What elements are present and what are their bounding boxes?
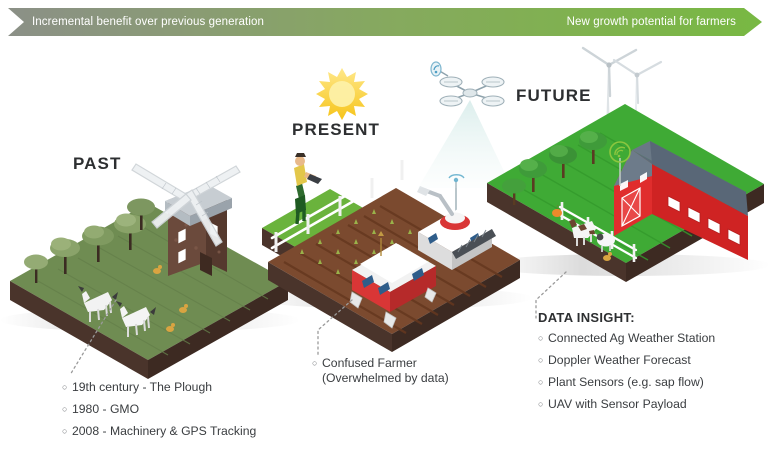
tree bbox=[24, 254, 48, 283]
past-tree-group bbox=[24, 198, 155, 283]
fence-present bbox=[270, 159, 408, 252]
harvester-robot bbox=[349, 231, 437, 329]
leader-line-past bbox=[69, 299, 117, 376]
past-soil-left bbox=[10, 281, 148, 379]
leader-line-present bbox=[317, 299, 353, 357]
bullet-icon: ○ bbox=[62, 382, 68, 392]
list-item-label: Doppler Weather Forecast bbox=[548, 353, 691, 367]
list-item: ○ 19th century - The Plough bbox=[62, 380, 256, 395]
era-title-present: PRESENT bbox=[292, 120, 380, 139]
era-title-past: PAST bbox=[73, 154, 122, 173]
bullet-icon: ○ bbox=[538, 333, 544, 343]
list-item: ○ Confused Farmer (Overwhelmed by data) bbox=[312, 356, 449, 386]
future-tree-group bbox=[502, 131, 607, 205]
callout-future: DATA INSIGHT: ○ Connected Ag Weather Sta… bbox=[538, 310, 715, 419]
windmill-sails bbox=[131, 163, 241, 247]
drone-scan-cone bbox=[418, 100, 512, 188]
present-soil-right bbox=[392, 260, 520, 352]
chicken bbox=[603, 252, 612, 261]
tree bbox=[50, 237, 80, 274]
gradient-banner: Incremental benefit over previous genera… bbox=[0, 8, 768, 36]
wifi-sensor-icon bbox=[609, 141, 631, 186]
chicken-group bbox=[153, 265, 188, 332]
banner-left-label: Incremental benefit over previous genera… bbox=[32, 16, 264, 28]
list-item-label: Plant Sensors (e.g. sap flow) bbox=[548, 375, 704, 389]
present-furrows bbox=[283, 205, 503, 334]
list-item-label: UAV with Sensor Payload bbox=[548, 397, 687, 411]
bullet-icon: ○ bbox=[62, 404, 68, 414]
callout-past: ○ 19th century - The Plough ○ 1980 - GMO… bbox=[62, 380, 256, 446]
era-title-future: FUTURE bbox=[516, 86, 592, 105]
list-item: ○ UAV with Sensor Payload bbox=[538, 397, 715, 412]
list-item: ○ 1980 - GMO bbox=[62, 402, 256, 417]
present-scene bbox=[262, 153, 520, 352]
red-barn bbox=[614, 141, 748, 260]
past-scene bbox=[10, 163, 288, 379]
list-item-label: 2008 - Machinery & GPS Tracking bbox=[72, 424, 257, 438]
list-item-label: Confused Farmer (Overwhelmed by data) bbox=[322, 356, 449, 385]
bullet-icon: ○ bbox=[538, 355, 544, 365]
banner-right-label: New growth potential for farmers bbox=[566, 16, 736, 28]
past-soil-right bbox=[148, 281, 288, 379]
tracked-robot bbox=[417, 186, 496, 270]
windmill-sail-slats bbox=[161, 175, 221, 217]
list-item-label: 1980 - GMO bbox=[72, 402, 140, 416]
horse bbox=[78, 286, 118, 322]
tablet-icon bbox=[307, 174, 322, 184]
horse bbox=[116, 301, 156, 337]
list-item-label: 19th century - The Plough bbox=[72, 380, 213, 394]
list-item: ○ Plant Sensors (e.g. sap flow) bbox=[538, 375, 715, 390]
bullet-icon: ○ bbox=[538, 377, 544, 387]
future-scene bbox=[487, 46, 764, 282]
bullet-icon: ○ bbox=[62, 426, 68, 436]
farmer-with-tablet bbox=[294, 153, 322, 225]
leader-line-future bbox=[535, 271, 567, 319]
list-item-label: Connected Ag Weather Station bbox=[548, 331, 716, 345]
list-item: ○ Doppler Weather Forecast bbox=[538, 353, 715, 368]
pumpkin bbox=[552, 204, 562, 217]
banner-arrow-shape bbox=[8, 8, 762, 36]
robot-panels bbox=[362, 268, 424, 295]
bullet-icon: ○ bbox=[538, 399, 544, 409]
past-ground-top bbox=[10, 203, 288, 360]
barn-windows bbox=[667, 195, 741, 246]
tree bbox=[127, 198, 155, 230]
robot-wheels bbox=[349, 287, 437, 329]
list-item: ○ Connected Ag Weather Station bbox=[538, 331, 715, 346]
bullet-icon: ○ bbox=[312, 358, 318, 368]
tree bbox=[114, 213, 146, 250]
future-soil-left bbox=[487, 183, 626, 282]
callout-present: ○ Confused Farmer (Overwhelmed by data) bbox=[312, 356, 449, 393]
sun-icon bbox=[316, 68, 368, 120]
present-soil-left bbox=[268, 262, 392, 352]
drone-icon bbox=[430, 61, 505, 107]
list-item: ○ 2008 - Machinery & GPS Tracking bbox=[62, 424, 256, 439]
sheep bbox=[596, 233, 615, 252]
cow bbox=[569, 219, 596, 246]
data-insight-heading: DATA INSIGHT: bbox=[538, 310, 635, 325]
tree bbox=[82, 225, 114, 262]
present-grass-strip bbox=[262, 189, 372, 252]
windmill bbox=[131, 163, 241, 276]
